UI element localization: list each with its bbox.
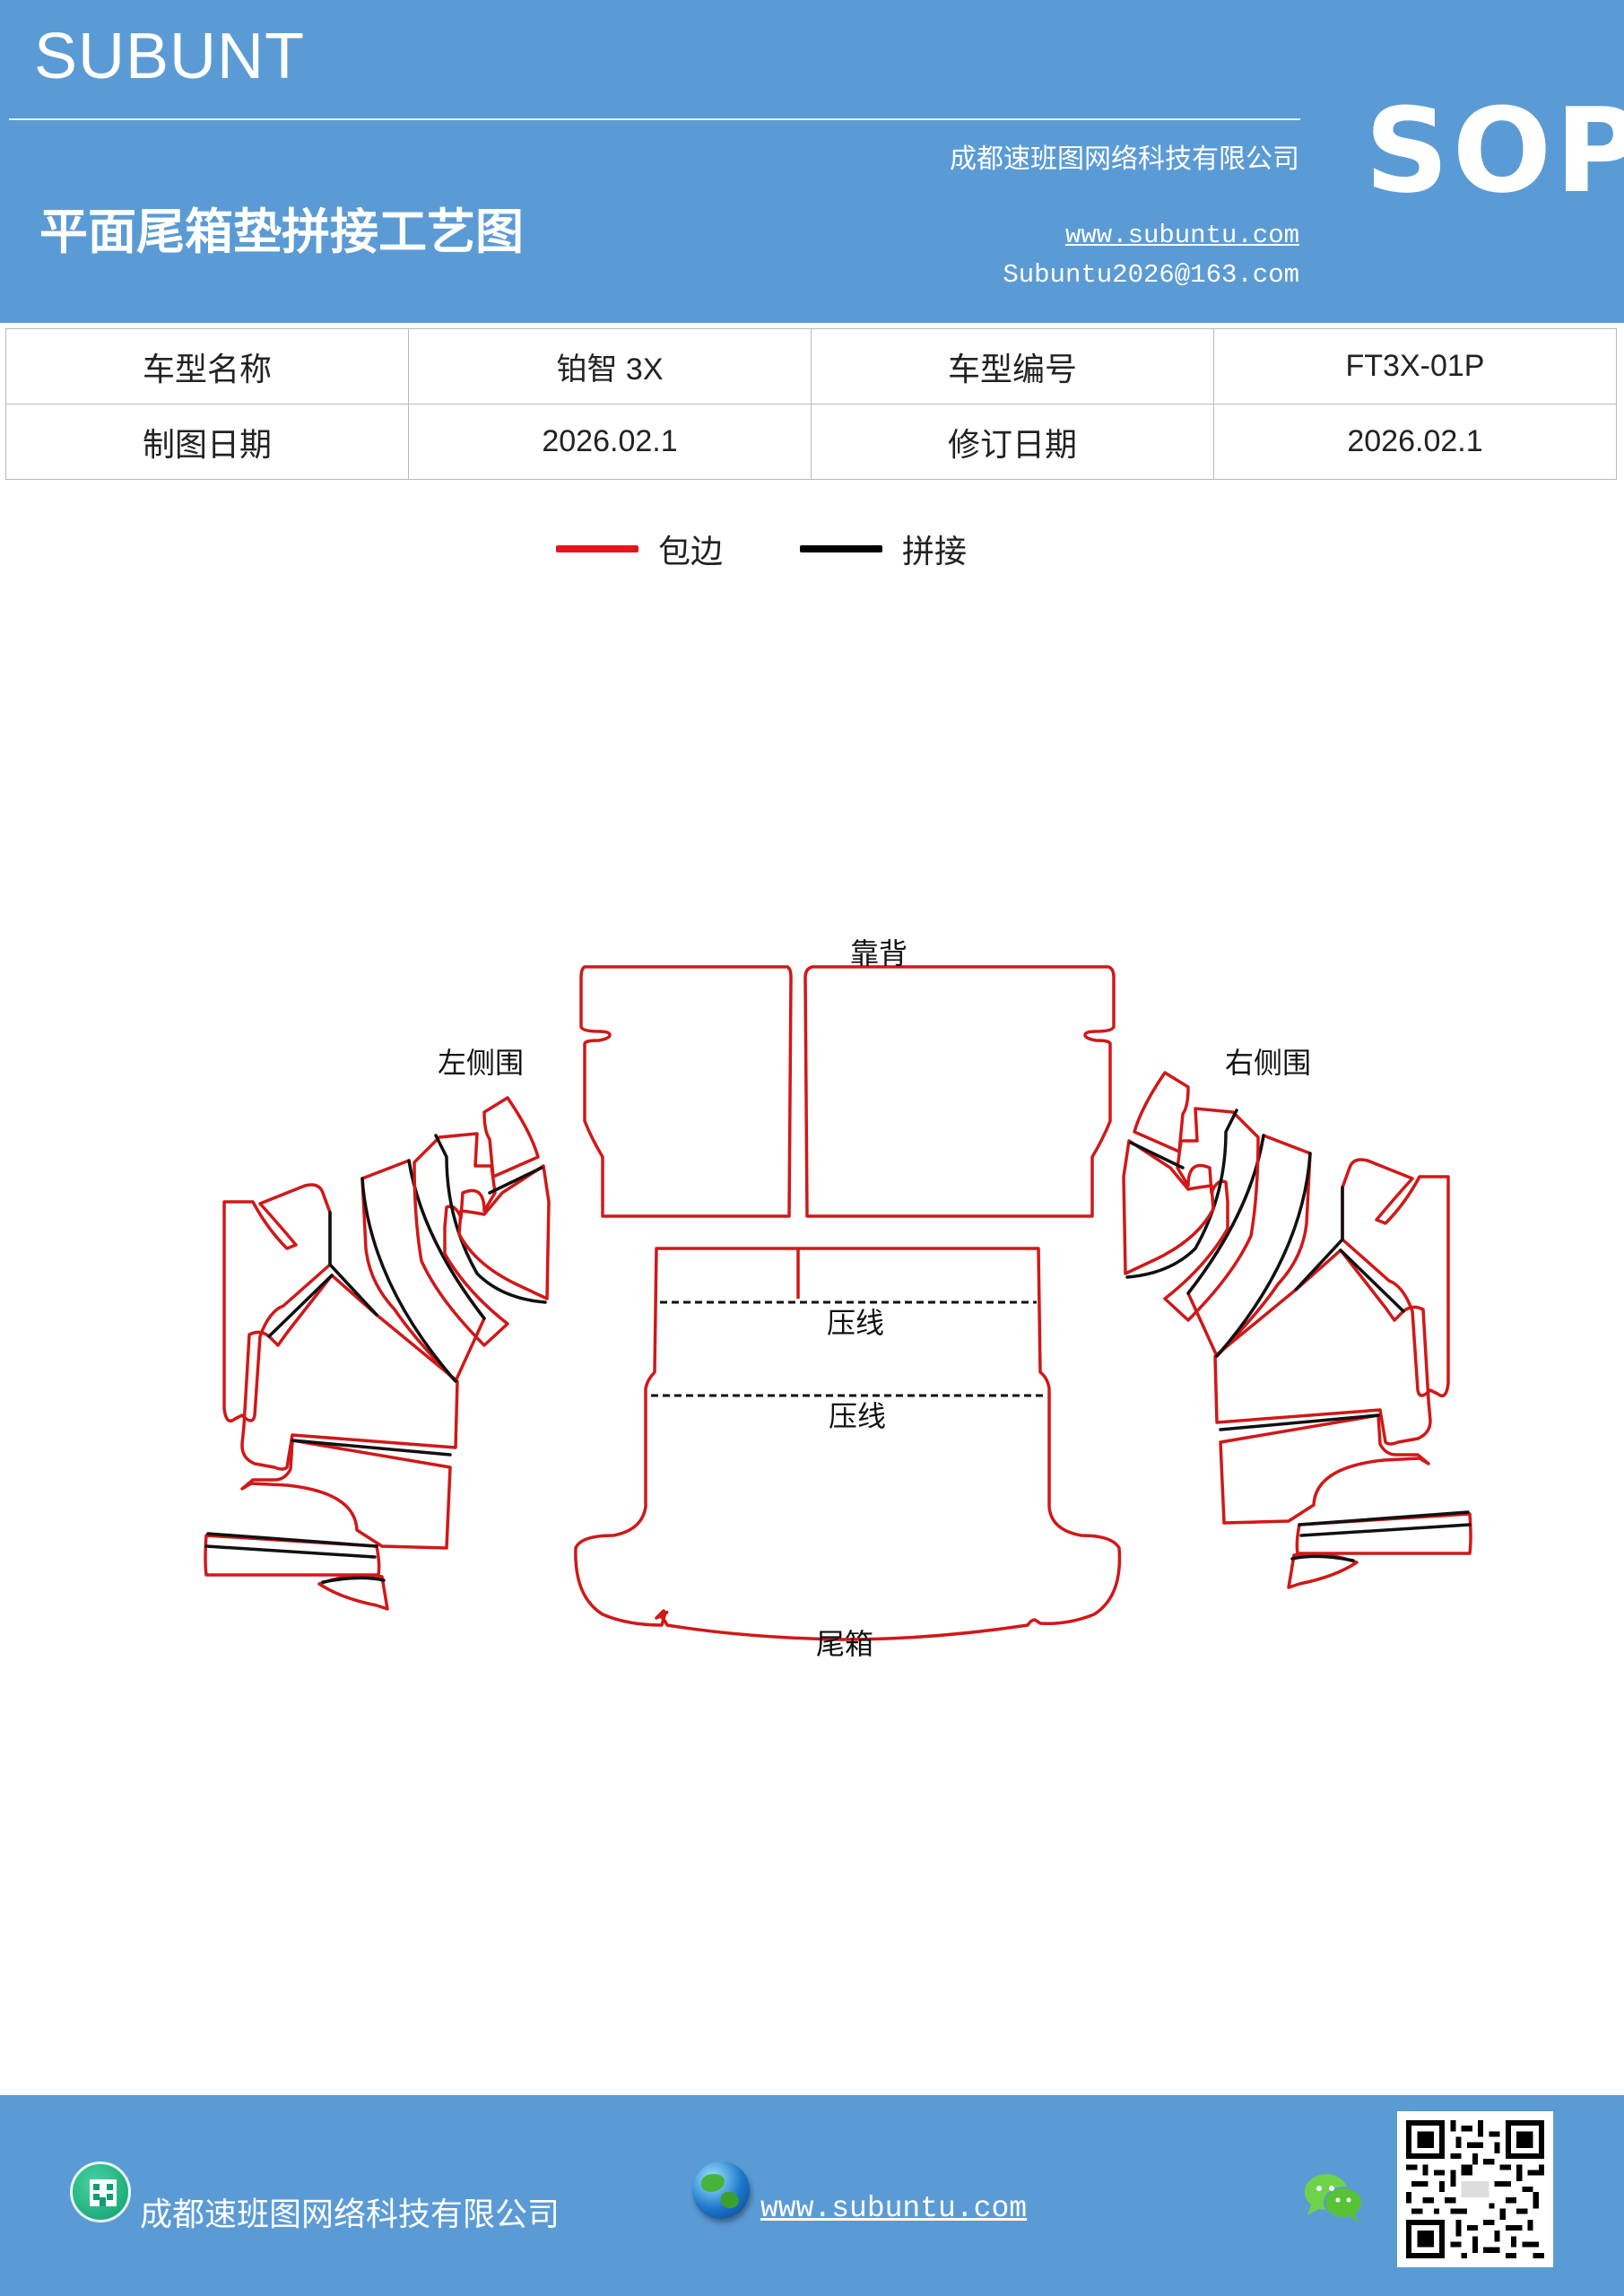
contact-email[interactable]: Subuntu2026@163.com bbox=[1003, 260, 1299, 290]
left-side-splice-1 bbox=[328, 1211, 378, 1317]
right-side-piece-9 bbox=[1287, 1552, 1359, 1589]
left-side-splice-9 bbox=[204, 1544, 377, 1559]
black-line-swatch bbox=[800, 545, 882, 552]
right-side-piece-3 bbox=[1186, 1134, 1312, 1358]
red-line-swatch bbox=[556, 545, 638, 552]
right-side-splice-10 bbox=[1290, 1554, 1355, 1562]
left-side-splice-8 bbox=[206, 1532, 378, 1548]
right-side-splice-6 bbox=[1129, 1141, 1185, 1170]
right-side-piece-5 bbox=[1133, 1071, 1190, 1153]
building-shape bbox=[90, 2179, 117, 2206]
left-side-piece-3 bbox=[360, 1159, 486, 1383]
right-side-splice-8 bbox=[1298, 1510, 1470, 1526]
table-row: 车型名称 铂智 3X 车型编号 FT3X-01P bbox=[5, 328, 1617, 404]
left-side-piece-1 bbox=[222, 1183, 332, 1422]
left-side-piece-4 bbox=[413, 1132, 509, 1347]
left-side-piece-8 bbox=[204, 1534, 381, 1577]
left-side-piece-5 bbox=[482, 1096, 540, 1178]
left-side-piece-9 bbox=[317, 1573, 389, 1611]
revision-date-value: 2026.02.1 bbox=[1213, 404, 1617, 480]
left-side-splice-3 bbox=[407, 1159, 486, 1320]
legend-label: 拼接 bbox=[902, 534, 968, 570]
revision-date-label: 修订日期 bbox=[811, 404, 1214, 480]
qr-code-pattern bbox=[1406, 2120, 1544, 2258]
left-side-piece-7 bbox=[240, 1439, 452, 1550]
right-side-piece-2 bbox=[1213, 1248, 1432, 1446]
globe-icon bbox=[692, 2161, 750, 2219]
vehicle-info-table: 车型名称 铂智 3X 车型编号 FT3X-01P 制图日期 2026.02.1 … bbox=[5, 328, 1617, 480]
footer-banner: 成都速班图网络科技有限公司 www.subuntu.com bbox=[0, 2095, 1624, 2296]
backrest-label: 靠背 bbox=[850, 936, 908, 970]
drawing-date-label: 制图日期 bbox=[5, 404, 409, 480]
sop-badge: SOP bbox=[1365, 83, 1624, 219]
header-divider bbox=[9, 118, 1300, 120]
right-side-splice-7 bbox=[1219, 1413, 1380, 1431]
left-side-splice-6 bbox=[488, 1166, 543, 1195]
right-side-splice-2 bbox=[1339, 1248, 1405, 1313]
right-side-piece-8 bbox=[1295, 1512, 1472, 1555]
company-name: 成都速班图网络科技有限公司 bbox=[950, 144, 1299, 175]
right-side-splice-1 bbox=[1294, 1186, 1344, 1292]
wechat-icon[interactable] bbox=[1302, 2170, 1365, 2224]
right-side-splice-5 bbox=[1125, 1109, 1238, 1279]
crease-label: 压线 bbox=[827, 1306, 884, 1340]
trunk-floor-panel bbox=[574, 1247, 1122, 1641]
model-code-value: FT3X-01P bbox=[1213, 328, 1617, 404]
left-side-splice-10 bbox=[321, 1576, 386, 1584]
website-link[interactable]: www.subuntu.com bbox=[1064, 221, 1299, 250]
left-side-splice-4 bbox=[360, 1177, 457, 1383]
legend-edge-binding: 包边 bbox=[556, 522, 723, 576]
brand-name: SUBUNT bbox=[34, 21, 306, 92]
right-side-splice-4 bbox=[1215, 1152, 1312, 1358]
trunk-label: 尾箱 bbox=[816, 1627, 873, 1661]
drawing-date-value: 2026.02.1 bbox=[408, 404, 812, 480]
backrest-right-panel bbox=[803, 965, 1116, 1218]
left-side-splice-7 bbox=[291, 1439, 452, 1457]
left-side-piece-6 bbox=[457, 1164, 551, 1300]
model-name-label: 车型名称 bbox=[5, 328, 409, 404]
model-name-value: 铂智 3X bbox=[408, 328, 812, 404]
right-side-piece-4 bbox=[1163, 1107, 1260, 1322]
right-side-piece-1 bbox=[1341, 1158, 1450, 1397]
footer-company-name: 成都速班图网络科技有限公司 bbox=[140, 2196, 560, 2233]
legend-label: 包边 bbox=[658, 534, 724, 570]
right-side-splice-3 bbox=[1186, 1134, 1265, 1295]
footer-website-link[interactable]: www.subuntu.com bbox=[760, 2192, 1028, 2225]
right-side-piece-6 bbox=[1122, 1139, 1215, 1275]
table-row: 制图日期 2026.02.1 修订日期 2026.02.1 bbox=[5, 404, 1617, 480]
header-banner: SUBUNT 成都速班图网络科技有限公司 平面尾箱垫拼接工艺图 www.subu… bbox=[0, 0, 1624, 323]
right-side-splice-9 bbox=[1299, 1523, 1472, 1537]
left-side-piece-2 bbox=[240, 1274, 459, 1471]
right-side-pieces bbox=[1122, 1071, 1472, 1589]
crease-label: 压线 bbox=[829, 1399, 886, 1433]
backrest-left-panel bbox=[579, 965, 793, 1218]
left-side-splice-5 bbox=[434, 1134, 547, 1304]
building-icon bbox=[70, 2161, 131, 2222]
document-title: 平面尾箱垫拼接工艺图 bbox=[39, 204, 524, 260]
left-side-label: 左侧围 bbox=[438, 1046, 524, 1080]
right-side-label: 右侧围 bbox=[1225, 1046, 1311, 1080]
legend-splice: 拼接 bbox=[800, 522, 967, 576]
left-side-splice-2 bbox=[267, 1274, 334, 1338]
qr-code[interactable] bbox=[1397, 2111, 1553, 2267]
right-side-piece-7 bbox=[1219, 1413, 1430, 1525]
model-code-label: 车型编号 bbox=[811, 328, 1214, 404]
